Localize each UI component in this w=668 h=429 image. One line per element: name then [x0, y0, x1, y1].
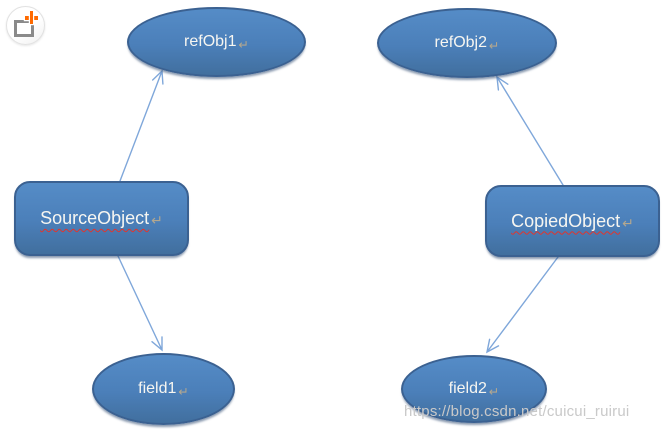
return-mark: ↵ [488, 384, 500, 399]
return-mark: ↵ [151, 212, 163, 228]
edge-copiedobject-to-refobj2 [496, 75, 564, 186]
node-label: SourceObject [40, 208, 150, 228]
node-label: field1 [138, 380, 177, 397]
node-copiedobject: CopiedObject↵ [485, 185, 660, 257]
node-label: field2 [448, 380, 487, 397]
watermark: https://blog.csdn.net/cuicui_ruirui [404, 403, 630, 420]
edge-sourceobject-to-refobj1 [119, 69, 164, 182]
return-mark: ↵ [178, 384, 189, 399]
edge-sourceobject-to-field1 [117, 255, 163, 352]
edge-copiedobject-to-field2 [486, 256, 559, 354]
return-mark: ↵ [489, 38, 500, 53]
node-label: refObj1 [184, 33, 237, 50]
node-field1: field1↵ [92, 353, 235, 425]
image-frame-icon [14, 20, 34, 37]
node-sourceobject: SourceObject↵ [14, 181, 189, 256]
node-refobj1: refObj1↵ [127, 7, 306, 77]
node-field2: field2↵ [401, 355, 547, 423]
return-mark: ↵ [622, 214, 634, 231]
node-label: CopiedObject [511, 210, 621, 231]
node-refobj2: refObj2↵ [377, 8, 557, 78]
node-label: refObj2 [434, 34, 487, 51]
plus-icon [24, 10, 39, 25]
expand-image-button[interactable] [6, 6, 45, 45]
plus-icon-bar-v [29, 11, 34, 24]
return-mark: ↵ [238, 37, 249, 52]
